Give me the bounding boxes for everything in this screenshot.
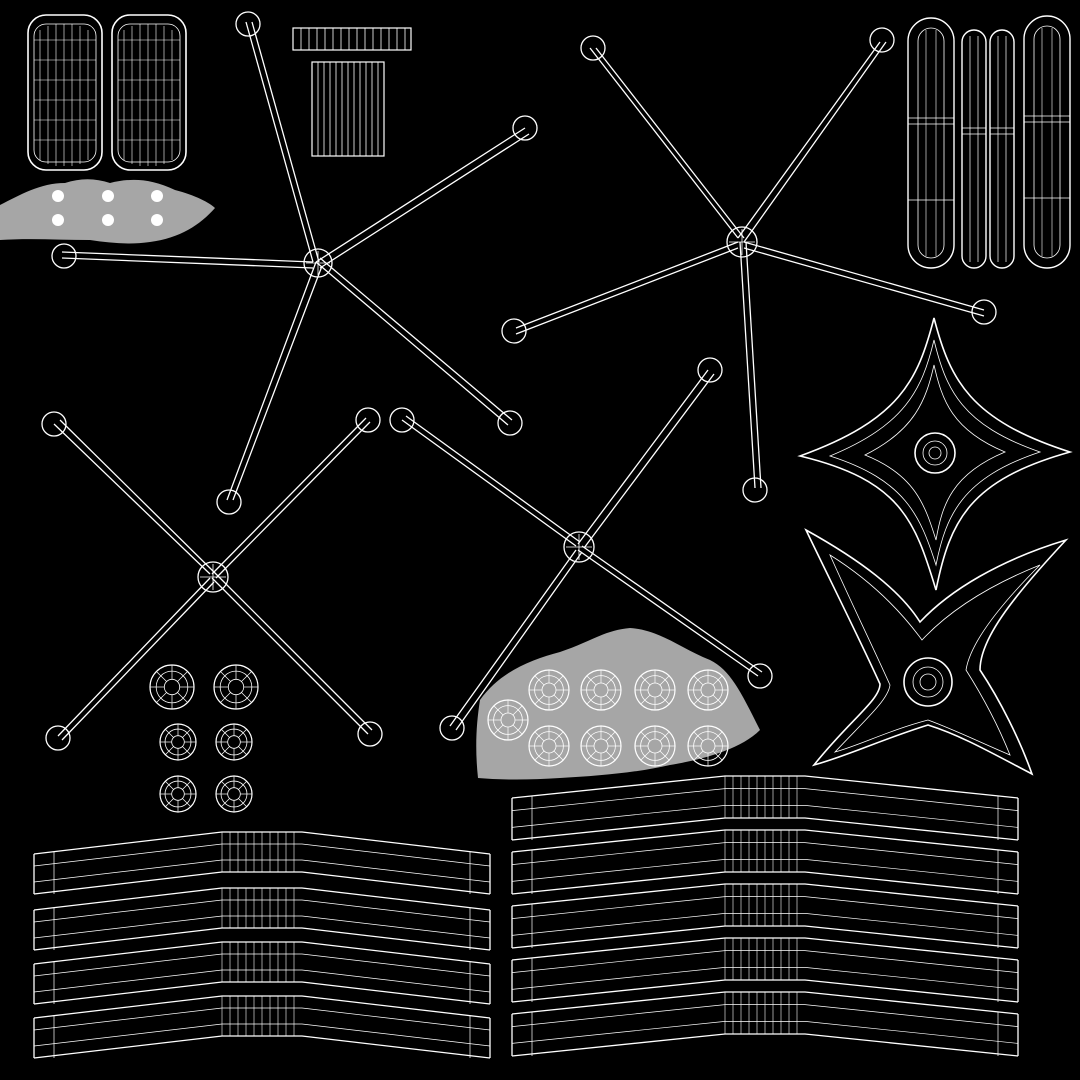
- slat-right-2: [511, 829, 1019, 895]
- wheel-left-5: [159, 775, 197, 813]
- pad-2: [111, 14, 187, 171]
- slat-left-2: [33, 887, 491, 951]
- base-5-arm-top-left: [51, 11, 538, 515]
- wheel-left-3: [159, 723, 197, 761]
- capsule-4: [1023, 15, 1071, 269]
- slat-right-4: [511, 937, 1019, 1003]
- wheel-right-8: [634, 725, 676, 767]
- slat-right-1: [511, 775, 1019, 841]
- base-5-arm-top-right: [501, 27, 997, 503]
- slat-left-4: [33, 995, 491, 1059]
- slats-right-group: [511, 775, 1019, 1057]
- grey-blob-top-left: [0, 179, 215, 244]
- wheel-left-1: [149, 664, 195, 710]
- capsule-3: [989, 29, 1015, 269]
- slats-left-group: [33, 831, 491, 1059]
- wheel-right-7: [580, 725, 622, 767]
- wheel-right-5: [687, 669, 729, 711]
- wheel-left-2: [213, 664, 259, 710]
- grey-blob-center: [476, 628, 760, 780]
- slat-left-3: [33, 941, 491, 1005]
- slat-right-5: [511, 991, 1019, 1057]
- wheel-right-4: [634, 669, 676, 711]
- wheel-right-3: [580, 669, 622, 711]
- wheel-right-2: [528, 669, 570, 711]
- slat-right-3: [511, 883, 1019, 949]
- slat-left-1: [33, 831, 491, 895]
- grid-strip-vertical: [311, 61, 385, 157]
- wheels-right-group: [487, 669, 729, 767]
- wheel-right-9: [687, 725, 729, 767]
- capsule-2: [961, 29, 987, 269]
- pad-1: [27, 14, 103, 171]
- base-4-arm-bottom-center: [389, 357, 773, 741]
- grid-strip-horizontal: [292, 27, 412, 51]
- wheel-right-6: [528, 725, 570, 767]
- star-5-point: [804, 528, 1069, 776]
- wheels-left-group: [149, 664, 259, 813]
- wheel-right-1: [487, 699, 529, 741]
- wheel-left-6: [215, 775, 253, 813]
- capsule-1: [907, 17, 955, 269]
- star-4-point: [797, 314, 1073, 591]
- base-4-arm-bottom-left: [41, 407, 383, 751]
- wheel-left-4: [215, 723, 253, 761]
